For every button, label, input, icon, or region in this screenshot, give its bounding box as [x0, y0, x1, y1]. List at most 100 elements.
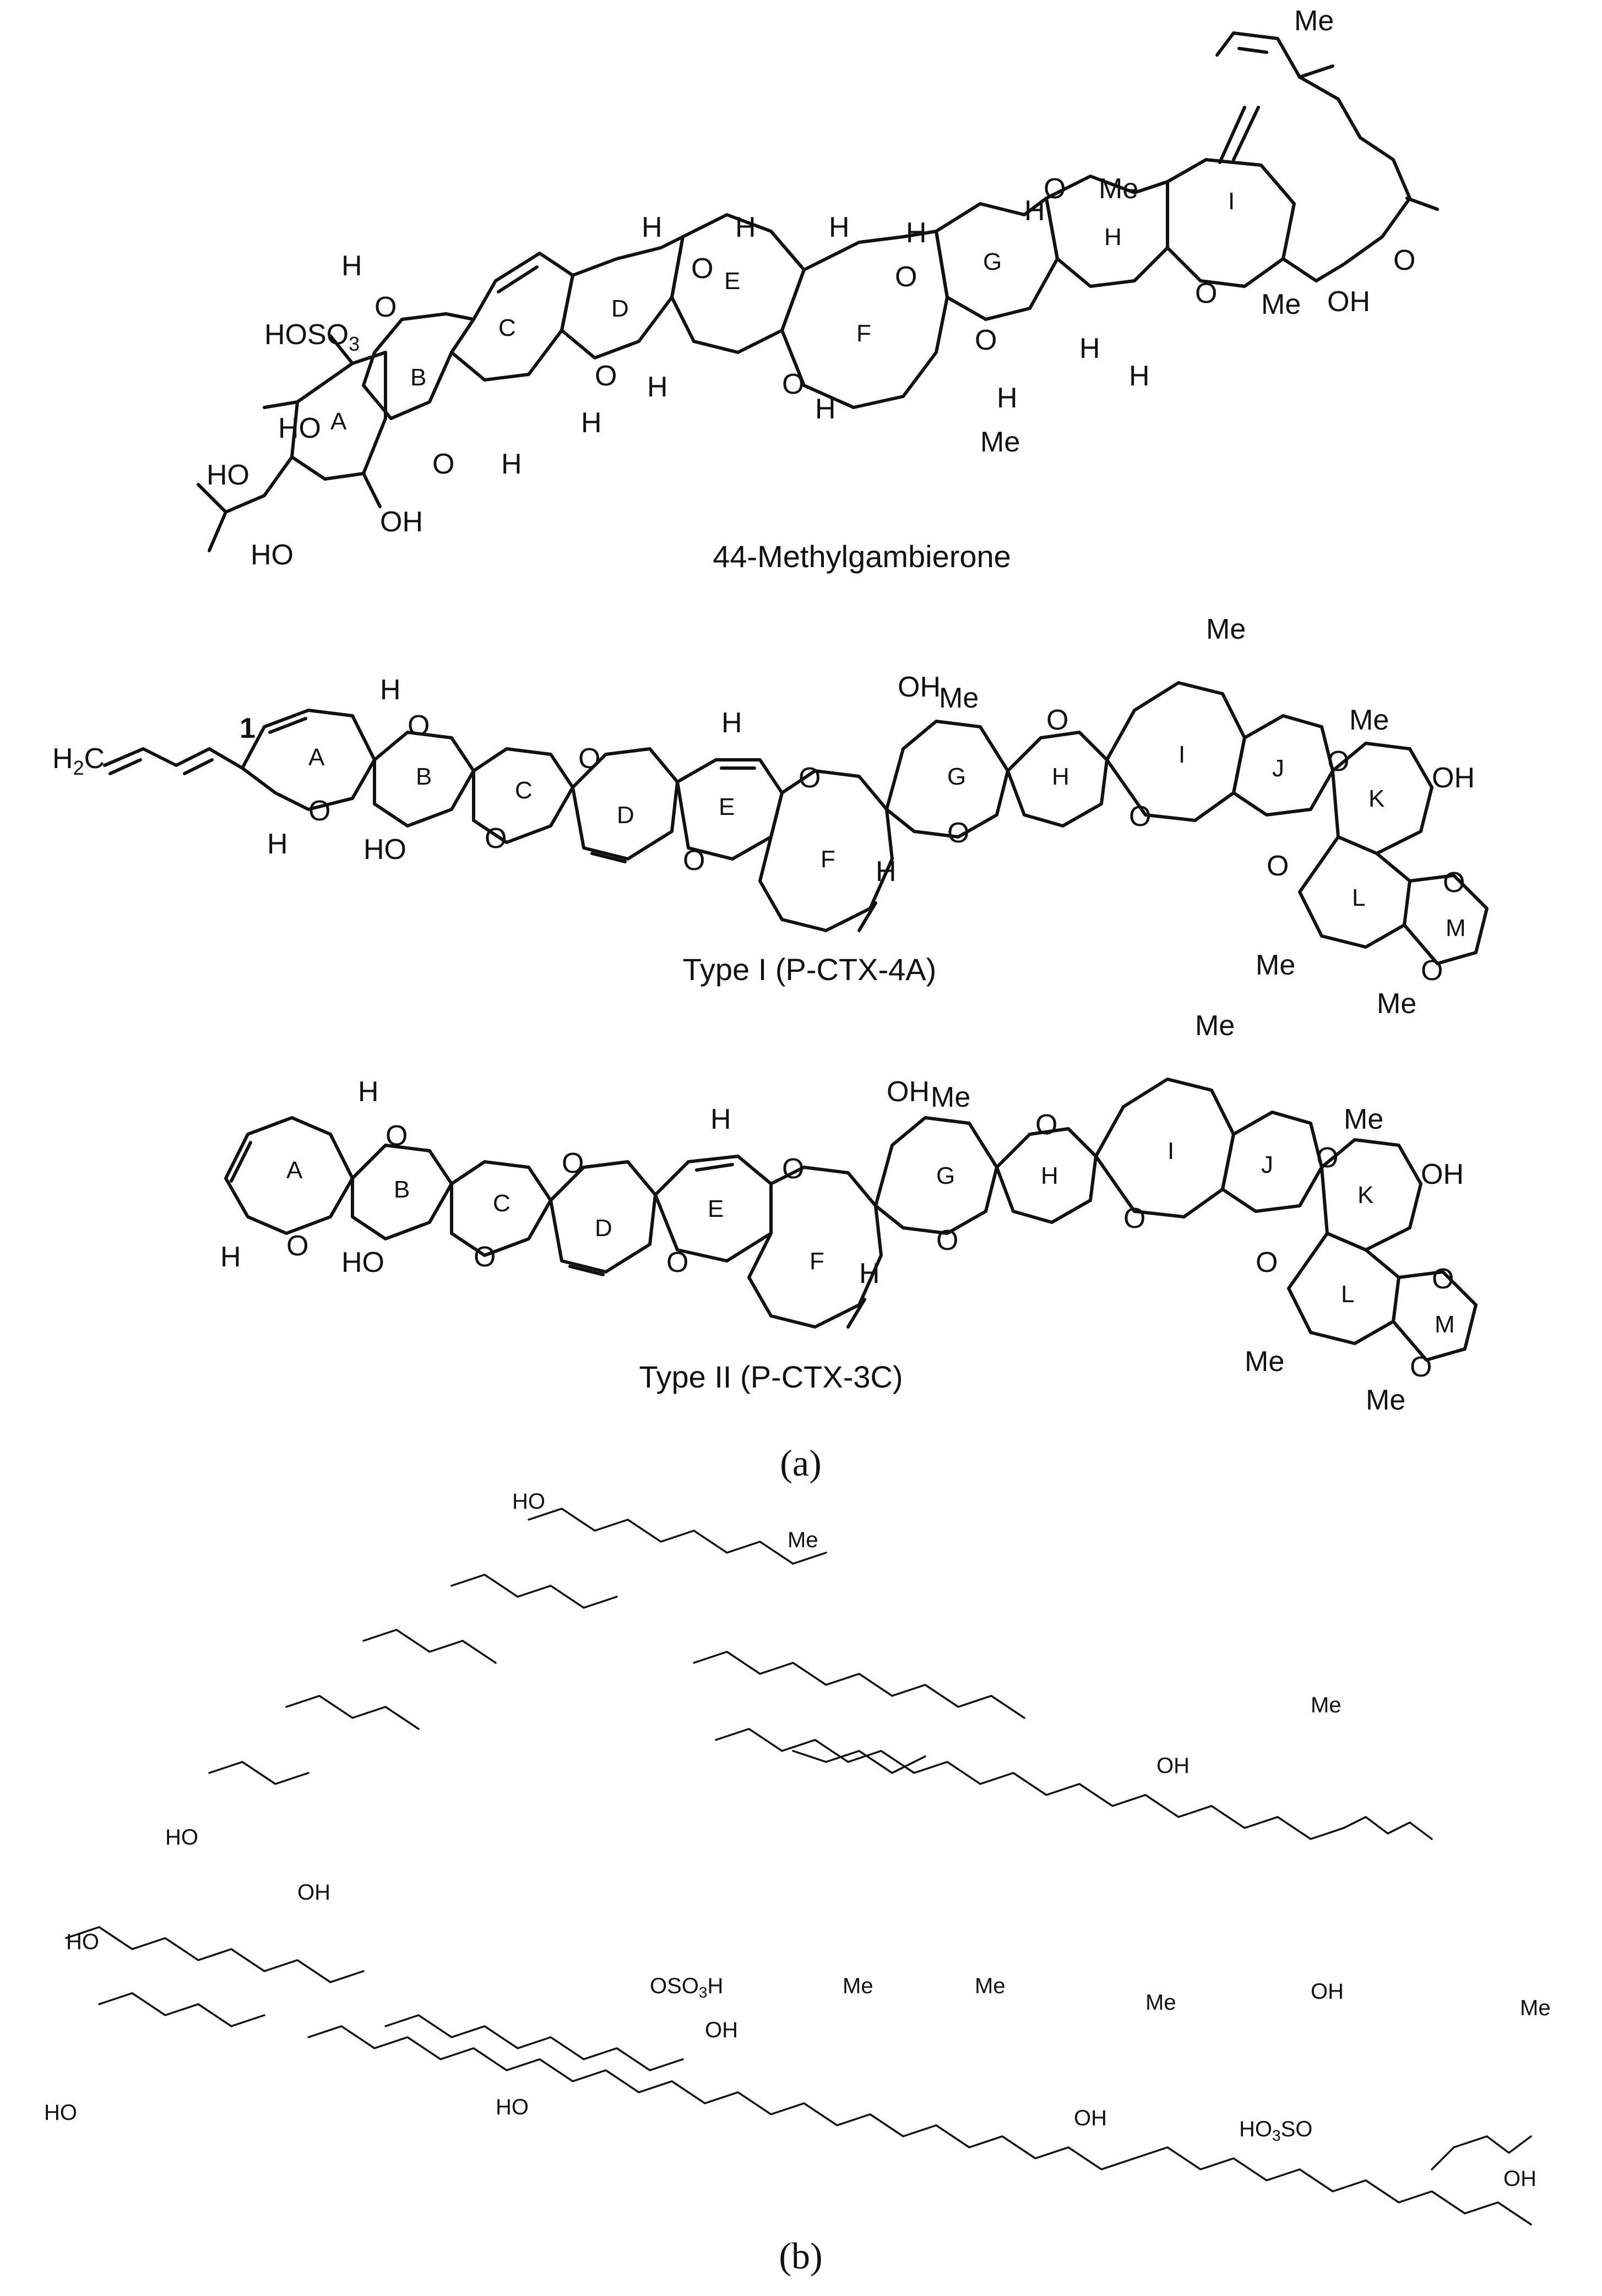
atom-o-t1-a: O — [308, 795, 330, 827]
structure-type-ii — [224, 1078, 1478, 1362]
atom-me-t1-2: Me — [1206, 613, 1246, 645]
atom-me-1: Me — [1294, 5, 1334, 37]
ring-label-t1-k: K — [1369, 785, 1384, 812]
atom-h-12: H — [1079, 333, 1100, 364]
atom-me-t2-2: Me — [1195, 1010, 1235, 1042]
atom-h2c: H2C — [52, 743, 105, 779]
ring-label-t2-l: L — [1341, 1281, 1354, 1308]
atom-o-t1-i: O — [1129, 801, 1151, 833]
atom-h-6: H — [1024, 195, 1045, 227]
atom-oh-t2-2: OH — [1421, 1158, 1464, 1190]
atom-o-t2-f: O — [782, 1153, 804, 1185]
atom-o-t1-m: O — [1421, 955, 1443, 987]
atom-h-t1-2: H — [380, 674, 401, 706]
atom-ho-t2: HO — [341, 1247, 384, 1278]
atom-h-11: H — [997, 382, 1018, 414]
atom-oh-t1-2: OH — [1432, 762, 1475, 794]
atom-b-oh-4: OH — [1311, 1979, 1344, 2004]
ring-label-t2-a: A — [286, 1157, 303, 1184]
atom-b-me-4: Me — [975, 1974, 1006, 1998]
atom-b-me-2: Me — [1311, 1693, 1342, 1717]
atom-o-t1-f: O — [799, 762, 821, 794]
atom-oh-2: OH — [1327, 286, 1370, 318]
atom-o-ring-de: O — [782, 368, 804, 400]
atom-o-ring-ef: O — [895, 261, 917, 293]
atom-me-t2-3: Me — [1344, 1103, 1383, 1135]
ring-label-t2-e: E — [708, 1195, 724, 1222]
atom-o-ring-fg: O — [975, 324, 997, 356]
ring-label-t1-c: C — [515, 777, 533, 804]
atom-h-13: H — [1129, 360, 1150, 392]
atom-b-me-5: Me — [1145, 1990, 1176, 2015]
atom-me-t2-1: Me — [931, 1081, 970, 1113]
atom-h-9: H — [647, 371, 668, 403]
atom-me-t2-5: Me — [1366, 1384, 1405, 1416]
atom-h-7: H — [501, 448, 522, 480]
atom-o-t2-m: O — [1410, 1351, 1432, 1383]
atom-o-t1-h: O — [1046, 704, 1068, 736]
atom-b-ho-1: HO — [512, 1489, 545, 1514]
atom-o-t2-c: O — [474, 1241, 496, 1273]
ring-label-d: D — [611, 295, 629, 322]
atom-b-me-6: Me — [1520, 1996, 1551, 2020]
ring-label-t2-h: H — [1041, 1162, 1058, 1189]
atom-h-t2-4: H — [859, 1258, 880, 1290]
atom-o-ring-ab: O — [374, 291, 397, 323]
structure-panel-b — [65, 1508, 1532, 2226]
atom-ho-1: HO — [278, 412, 321, 444]
atom-o-ring-hi: O — [1195, 278, 1217, 309]
atom-b-me-1: Me — [788, 1528, 818, 1552]
atom-o-ring-bc: O — [595, 360, 617, 392]
ring-label-t1-i: I — [1179, 741, 1185, 768]
atom-b-oso3h: OSO3H — [650, 1974, 723, 2001]
atom-oh-t2-1: OH — [887, 1076, 930, 1108]
ring-label-t2-i: I — [1167, 1138, 1174, 1165]
atom-me-t1-3: Me — [1349, 704, 1389, 736]
ring-label-t1-m: M — [1446, 915, 1466, 942]
atom-o-t1-b: O — [408, 710, 430, 742]
panel-label-a: (a) — [780, 1442, 821, 1484]
atom-o-t2-a: O — [286, 1230, 308, 1262]
atom-o-t2-i: O — [1123, 1203, 1145, 1234]
caption-compound-3: Type II (P-CTX-3C) — [639, 1359, 903, 1394]
ring-label-t1-d: D — [617, 802, 634, 829]
ring-label-t2-k: K — [1357, 1182, 1373, 1209]
atom-ho-3: HO — [251, 539, 294, 571]
atom-b-oh-6: OH — [1074, 2106, 1107, 2130]
atom-o-t1-c: O — [485, 823, 507, 855]
atom-b-ho3so: HO3SO — [1239, 2117, 1312, 2144]
ring-label-t1-l: L — [1352, 884, 1365, 911]
atom-me-3: Me — [1261, 289, 1301, 320]
atom-o-t1-k: O — [1267, 850, 1289, 882]
atom-b-ho-2: HO — [165, 1825, 198, 1849]
atom-h-t2-3: H — [710, 1103, 731, 1135]
atom-me-t1-4: Me — [1256, 949, 1295, 981]
atom-b-oh-2: OH — [297, 1880, 330, 1905]
ring-label-t1-j: J — [1272, 755, 1284, 782]
atom-h-5: H — [906, 217, 927, 249]
atom-b-ho-4: HO — [44, 2101, 77, 2125]
atom-me-t1-1: Me — [939, 682, 979, 714]
atom-h-1: H — [341, 250, 362, 282]
ring-label-t2-g: G — [936, 1162, 955, 1189]
atom-h-2: H — [642, 211, 662, 243]
ring-label-a: A — [330, 408, 347, 435]
ring-label-t1-e: E — [719, 793, 735, 820]
structure-type-i — [103, 681, 1489, 965]
atom-o-t2-j: O — [1316, 1142, 1338, 1174]
structure-44-methylgambierone — [197, 31, 1439, 552]
atom-h-t2-2: H — [358, 1076, 379, 1108]
atom-oh-1: OH — [380, 506, 423, 538]
ring-label-t1-g: G — [947, 763, 966, 790]
atom-o-t1-j: O — [1327, 746, 1349, 777]
caption-compound-2: Type I (P-CTX-4A) — [683, 952, 937, 987]
ring-label-t1-h: H — [1052, 763, 1069, 790]
atom-me-2: Me — [1099, 173, 1138, 205]
atom-o-ketone: O — [1393, 244, 1415, 276]
atom-h-4: H — [829, 211, 850, 243]
ring-label-t2-m: M — [1435, 1311, 1455, 1338]
atom-o-t2-k: O — [1256, 1247, 1278, 1278]
atom-b-oh-3: OH — [705, 2018, 738, 2042]
atom-h-8: H — [581, 407, 602, 439]
